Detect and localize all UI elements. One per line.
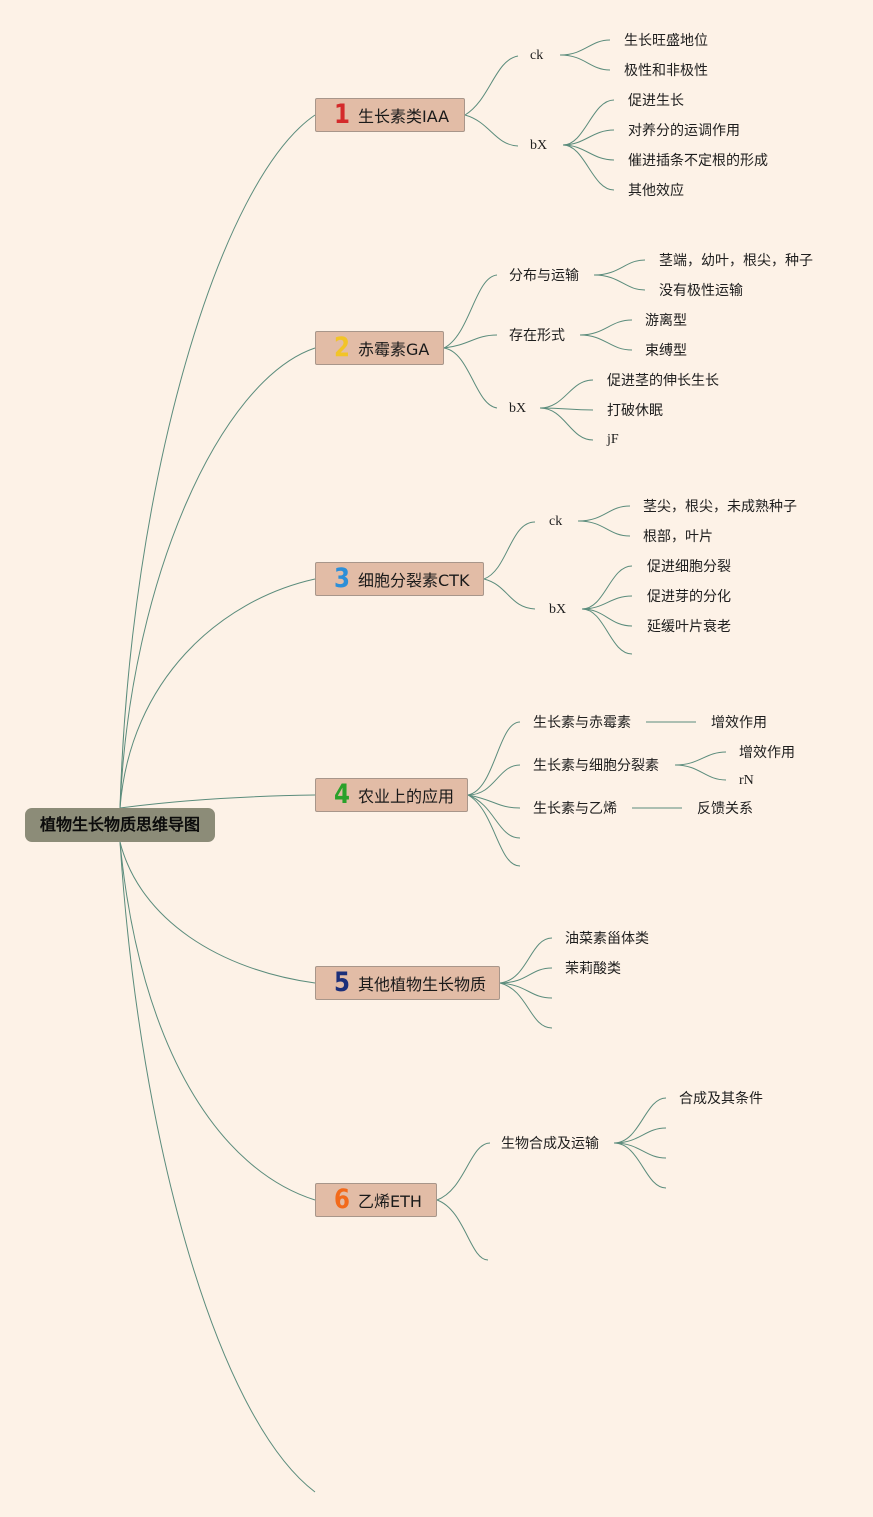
- branch-4-leaf[interactable]: rN: [739, 773, 754, 788]
- branch-2-node[interactable]: 2 赤霉素GA: [315, 331, 444, 365]
- branch-2-leaf[interactable]: 游离型: [645, 313, 687, 329]
- branch-2-child[interactable]: 分布与运输: [509, 268, 579, 284]
- branch-4-child[interactable]: 生长素与细胞分裂素: [533, 758, 659, 774]
- branch-2-child-bx[interactable]: bX: [509, 401, 527, 416]
- number-6-icon: 6: [334, 1184, 350, 1215]
- branch-1-leaf[interactable]: 极性和非极性: [624, 63, 708, 79]
- number-1-icon: 1: [334, 99, 350, 130]
- branch-6-title: 乙烯ETH: [358, 1192, 422, 1211]
- branch-2-title: 赤霉素GA: [358, 340, 430, 359]
- branch-2-leaf[interactable]: 促进茎的伸长生长: [607, 373, 719, 389]
- number-5-icon: 5: [334, 967, 350, 998]
- branch-4-child[interactable]: 生长素与赤霉素: [533, 715, 631, 731]
- branch-4-title: 农业上的应用: [358, 787, 455, 806]
- branch-2-leaf[interactable]: 打破休眠: [607, 403, 663, 419]
- branch-4-leaf[interactable]: 增效作用: [711, 715, 767, 731]
- branch-2-leaf[interactable]: 束缚型: [645, 343, 687, 359]
- branch-2-child[interactable]: 存在形式: [509, 328, 565, 344]
- branch-1-leaf[interactable]: 催进插条不定根的形成: [628, 153, 768, 169]
- branch-1-leaf[interactable]: 生长旺盛地位: [624, 33, 708, 49]
- branch-4-leaf[interactable]: 反馈关系: [697, 801, 753, 817]
- branch-1-node[interactable]: 1 生长素类IAA: [315, 98, 465, 132]
- branch-6-node[interactable]: 6 乙烯ETH: [315, 1183, 437, 1217]
- branch-1-leaf[interactable]: 对养分的运调作用: [628, 123, 740, 139]
- branch-2-leaf[interactable]: 茎端，幼叶，根尖，种子: [659, 253, 813, 269]
- branch-2-leaf[interactable]: 没有极性运输: [659, 283, 743, 299]
- branch-1-child-bx[interactable]: bX: [530, 138, 548, 153]
- branch-3-child-ck[interactable]: ck: [549, 514, 563, 529]
- branch-4-child[interactable]: 生长素与乙烯: [533, 801, 617, 817]
- branch-4-node[interactable]: 4 农业上的应用: [315, 778, 468, 812]
- number-2-icon: 2: [334, 332, 350, 363]
- branch-3-leaf[interactable]: 根部，叶片: [643, 529, 713, 545]
- branch-2-leaf[interactable]: jF: [607, 432, 619, 447]
- number-4-icon: 4: [334, 779, 350, 810]
- root-topic[interactable]: 植物生长物质思维导图: [25, 808, 215, 842]
- branch-1-title: 生长素类IAA: [358, 107, 450, 126]
- branch-3-child-bx[interactable]: bX: [549, 602, 567, 617]
- branch-1-leaf[interactable]: 其他效应: [628, 183, 684, 199]
- branch-5-child[interactable]: 油菜素甾体类: [565, 931, 649, 947]
- branch-4-leaf[interactable]: 增效作用: [739, 745, 795, 761]
- branch-5-title: 其他植物生长物质: [358, 975, 487, 994]
- branch-3-title: 细胞分裂素CTK: [358, 571, 470, 590]
- number-3-icon: 3: [334, 563, 350, 594]
- branch-3-node[interactable]: 3 细胞分裂素CTK: [315, 562, 484, 596]
- branch-3-leaf[interactable]: 延缓叶片衰老: [647, 619, 731, 635]
- branch-5-child[interactable]: 茉莉酸类: [565, 961, 621, 977]
- branch-1-leaf[interactable]: 促进生长: [628, 93, 684, 109]
- branch-5-node[interactable]: 5 其他植物生长物质: [315, 966, 500, 1000]
- branch-6-leaf[interactable]: 合成及其条件: [679, 1091, 763, 1107]
- branch-3-leaf[interactable]: 促进细胞分裂: [647, 559, 731, 575]
- branch-3-leaf[interactable]: 茎尖，根尖，未成熟种子: [643, 499, 797, 515]
- branch-1-child-ck[interactable]: ck: [530, 48, 544, 63]
- branch-6-child[interactable]: 生物合成及运输: [501, 1136, 599, 1152]
- branch-3-leaf[interactable]: 促进芽的分化: [647, 589, 731, 605]
